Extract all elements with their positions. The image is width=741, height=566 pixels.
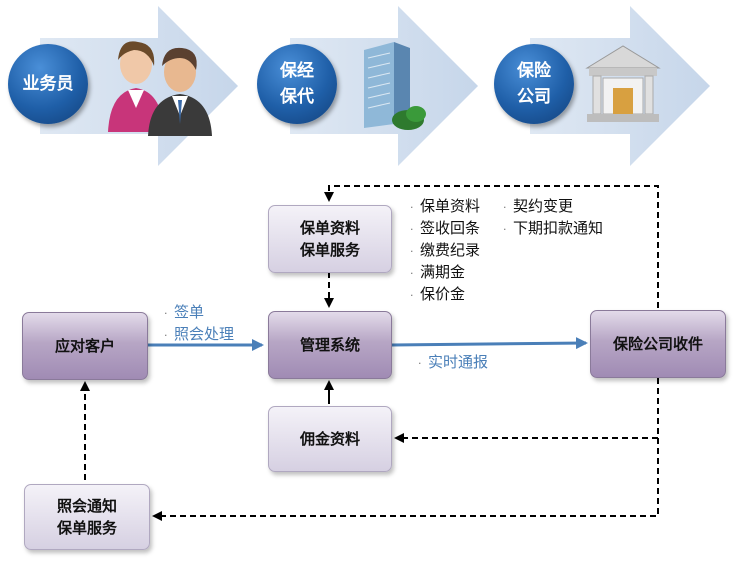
people-icon [108,41,212,136]
box-label: 管理系统 [299,336,360,354]
step-label: 业务员 [22,74,74,94]
step-label: 公司 [517,87,551,107]
box-label: 保单资料 [299,219,360,237]
box-label: 应对客户 [54,337,115,355]
commission-box: 佣金资料 [268,406,392,472]
bank-icon [585,45,661,122]
box-label: 佣金资料 [299,430,360,448]
step-insurer-circle: 保险 公司 [494,44,574,124]
list-item: ·契约变更 [503,197,574,215]
notice-service-box: 照会通知 保单服务 [24,484,150,550]
sign-list: ·签单 ·照会处理 [164,302,234,346]
process-arrows [40,6,710,166]
building-icon [364,42,426,130]
list-item: ·下期扣款通知 [503,219,604,237]
policy-service-box: 保单资料 保单服务 [268,205,392,273]
management-system-box: 管理系统 [268,311,392,379]
contract-change-list: ·契约变更 ·下期扣款通知 [503,196,603,240]
list-item: ·保单资料 [410,197,481,215]
step-label: 保代 [280,87,314,107]
dashed-insurer-to-commission [394,378,659,443]
dashed-insurer-to-policy [324,185,659,308]
insurer-receipt-box: 保险公司收件 [590,310,726,378]
policy-data-list: ·保单资料 ·签收回条 ·缴费纪录 ·满期金 ·保价金 [410,196,480,306]
respond-client-box: 应对客户 [22,312,148,380]
box-label: 保单服务 [299,241,360,259]
list-item: ·照会处理 [164,325,235,343]
step-label: 保经 [280,61,314,81]
list-item: ·签收回条 [410,219,481,237]
step-agent-circle: 业务员 [8,44,88,124]
realtime-note: ·实时通报 [418,352,488,374]
arrow-system-to-insurer [391,337,588,350]
step-broker-circle: 保经 保代 [257,44,337,124]
list-item: ·签单 [164,303,205,321]
list-item: ·缴费纪录 [410,241,481,259]
list-item: ·保价金 [410,285,466,303]
step-label: 保险 [517,61,551,81]
list-item: ·满期金 [410,263,466,281]
box-label: 保险公司收件 [612,335,703,353]
box-label: 保单服务 [56,519,117,537]
dashed-insurer-to-notice [152,438,659,521]
list-item: ·实时通报 [418,353,489,371]
box-label: 照会通知 [56,497,117,515]
